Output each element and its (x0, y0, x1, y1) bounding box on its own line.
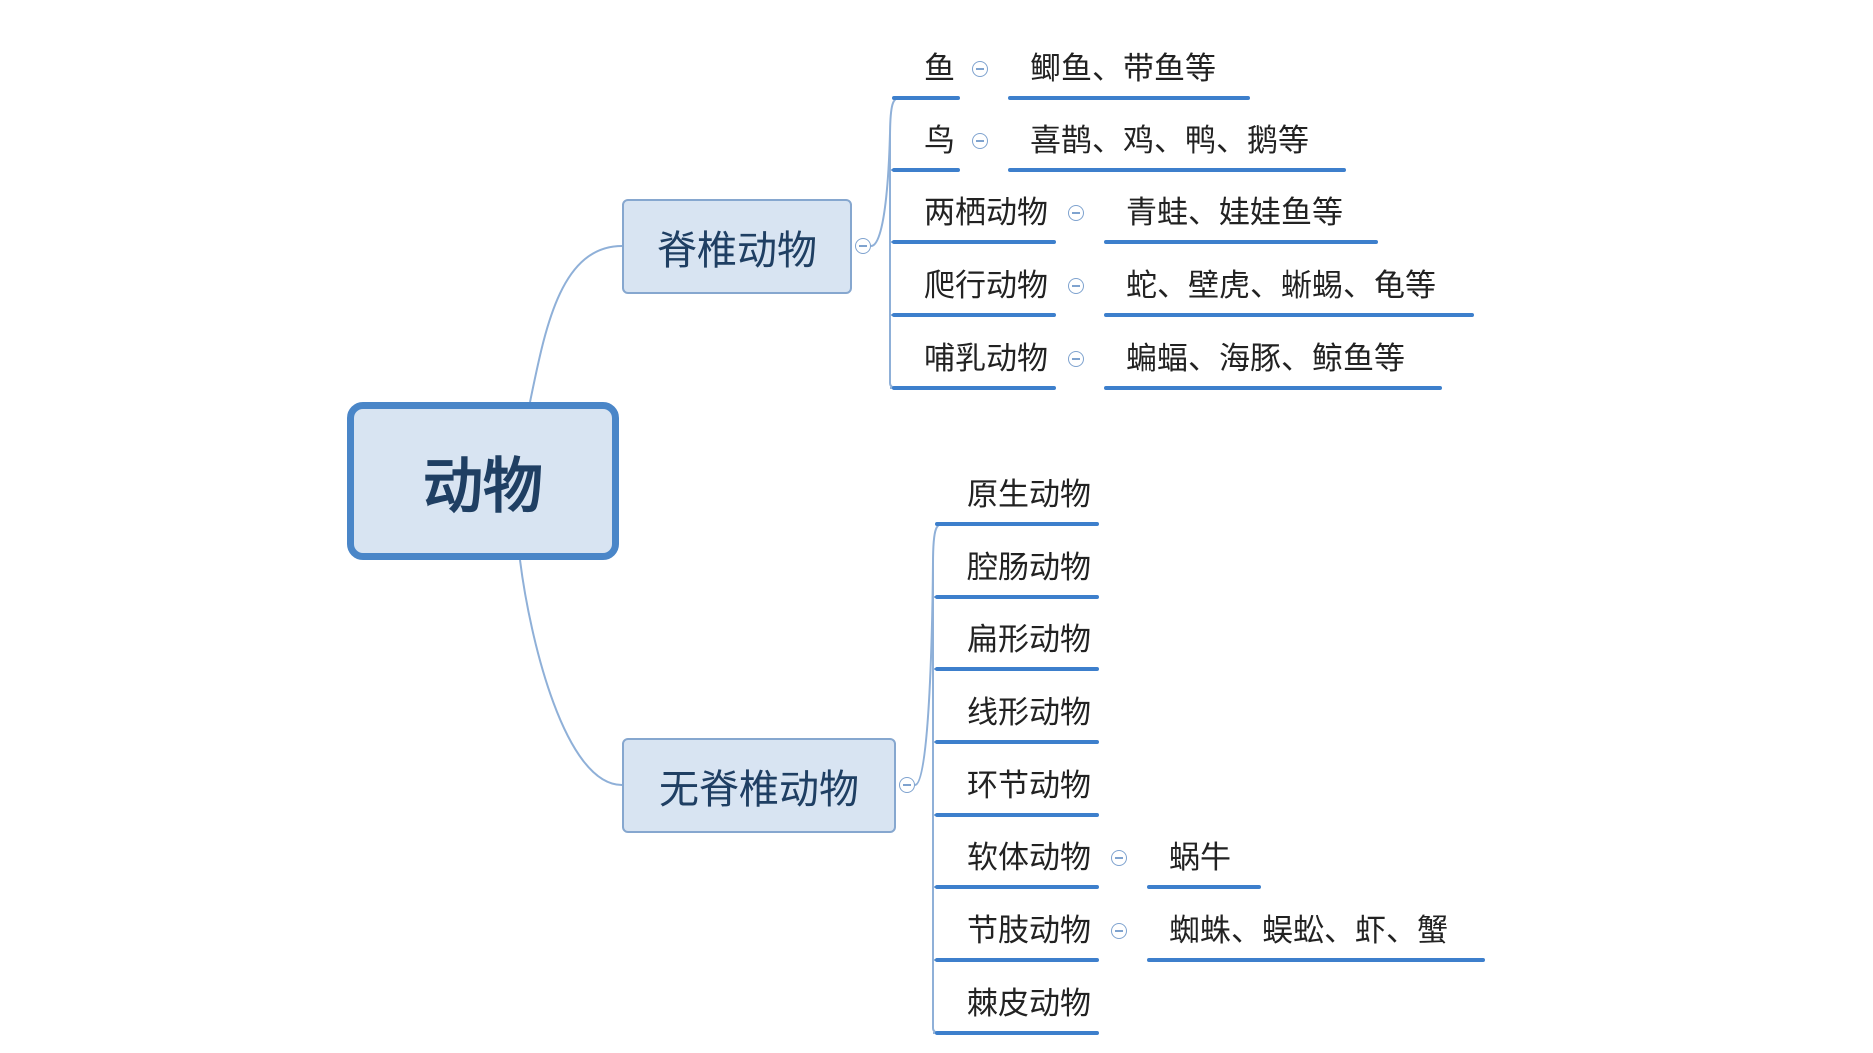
invertebrate-item-0-underline (935, 522, 1099, 526)
vertebrate-item-2-label[interactable]: 两栖动物 (924, 195, 1048, 231)
root-label: 动物 (423, 451, 543, 522)
vertebrate-item-4-detail-underline (1104, 386, 1442, 390)
collapse-minus-icon[interactable] (972, 61, 988, 77)
invertebrate-item-5-detail: 蜗牛 (1169, 840, 1231, 876)
invertebrate-item-7-underline (935, 1031, 1099, 1035)
invertebrate-item-1-label[interactable]: 腔肠动物 (967, 550, 1091, 586)
invertebrate-item-0-label[interactable]: 原生动物 (967, 477, 1091, 513)
vertebrate-item-1-label[interactable]: 鸟 (924, 123, 955, 159)
collapse-minus-icon[interactable] (1111, 850, 1127, 866)
root-to-vertebrate-connector (529, 245, 623, 403)
invertebrate-item-3-label[interactable]: 线形动物 (967, 695, 1091, 731)
invertebrate-item-3-underline (935, 740, 1099, 744)
collapse-minus-icon[interactable] (1068, 351, 1084, 367)
vertebrate-label: 脊椎动物 (657, 227, 817, 274)
invertebrate-item-5-underline (935, 885, 1099, 889)
invertebrate-item-4-label[interactable]: 环节动物 (967, 768, 1091, 804)
vertebrate-item-2-detail: 青蛙、娃娃鱼等 (1126, 195, 1343, 231)
invertebrate-item-6-label[interactable]: 节肢动物 (967, 913, 1091, 949)
collapse-minus-icon[interactable] (1111, 923, 1127, 939)
vertebrate-item-0-underline (892, 96, 960, 100)
vertebrate-item-1-detail-underline (1008, 168, 1346, 172)
collapse-minus-icon[interactable] (899, 777, 915, 793)
vertebrate-item-3-detail-underline (1104, 313, 1474, 317)
invertebrate-spine (914, 560, 946, 1034)
invertebrate-item-5-detail-underline (1147, 885, 1261, 889)
vertebrate-item-2-underline (892, 240, 1056, 244)
vertebrate-item-2-detail-underline (1104, 240, 1378, 244)
collapse-minus-icon[interactable] (855, 238, 871, 254)
vertebrate-item-1-detail: 喜鹊、鸡、鸭、鹅等 (1030, 123, 1309, 159)
collapse-minus-icon[interactable] (1068, 205, 1084, 221)
invertebrate-branch-0 (932, 523, 946, 565)
vertebrate-node[interactable]: 脊椎动物 (622, 199, 852, 294)
vertebrate-item-4-detail: 蝙蝠、海豚、鲸鱼等 (1126, 341, 1405, 377)
collapse-minus-icon[interactable] (1068, 278, 1084, 294)
invertebrate-item-1-underline (935, 595, 1099, 599)
invertebrate-item-4-underline (935, 813, 1099, 817)
invertebrate-item-5-label[interactable]: 软体动物 (967, 840, 1091, 876)
invertebrate-item-6-detail-underline (1147, 958, 1485, 962)
vertebrate-branch-0 (889, 97, 903, 139)
vertebrate-item-4-underline (892, 386, 1056, 390)
invertebrate-item-6-detail: 蜘蛛、蜈蚣、虾、蟹 (1169, 913, 1448, 949)
vertebrate-item-0-detail: 鲫鱼、带鱼等 (1030, 51, 1216, 87)
vertebrate-item-4-label[interactable]: 哺乳动物 (924, 341, 1048, 377)
invertebrate-node[interactable]: 无脊椎动物 (622, 738, 896, 833)
invertebrate-item-2-underline (935, 667, 1099, 671)
vertebrate-item-0-detail-underline (1008, 96, 1250, 100)
vertebrate-item-3-label[interactable]: 爬行动物 (924, 268, 1048, 304)
root-to-invertebrate-connector (519, 559, 623, 786)
root-node[interactable]: 动物 (347, 402, 619, 560)
invertebrate-item-2-label[interactable]: 扁形动物 (967, 622, 1091, 658)
vertebrate-item-1-underline (892, 168, 960, 172)
invertebrate-label: 无脊椎动物 (659, 766, 859, 813)
vertebrate-item-0-label[interactable]: 鱼 (924, 51, 955, 87)
invertebrate-item-6-underline (935, 958, 1099, 962)
invertebrate-item-7-label[interactable]: 棘皮动物 (967, 986, 1091, 1022)
collapse-minus-icon[interactable] (972, 133, 988, 149)
vertebrate-item-3-underline (892, 313, 1056, 317)
vertebrate-item-3-detail: 蛇、壁虎、蜥蜴、龟等 (1126, 268, 1436, 304)
vertebrate-spine (870, 133, 903, 389)
